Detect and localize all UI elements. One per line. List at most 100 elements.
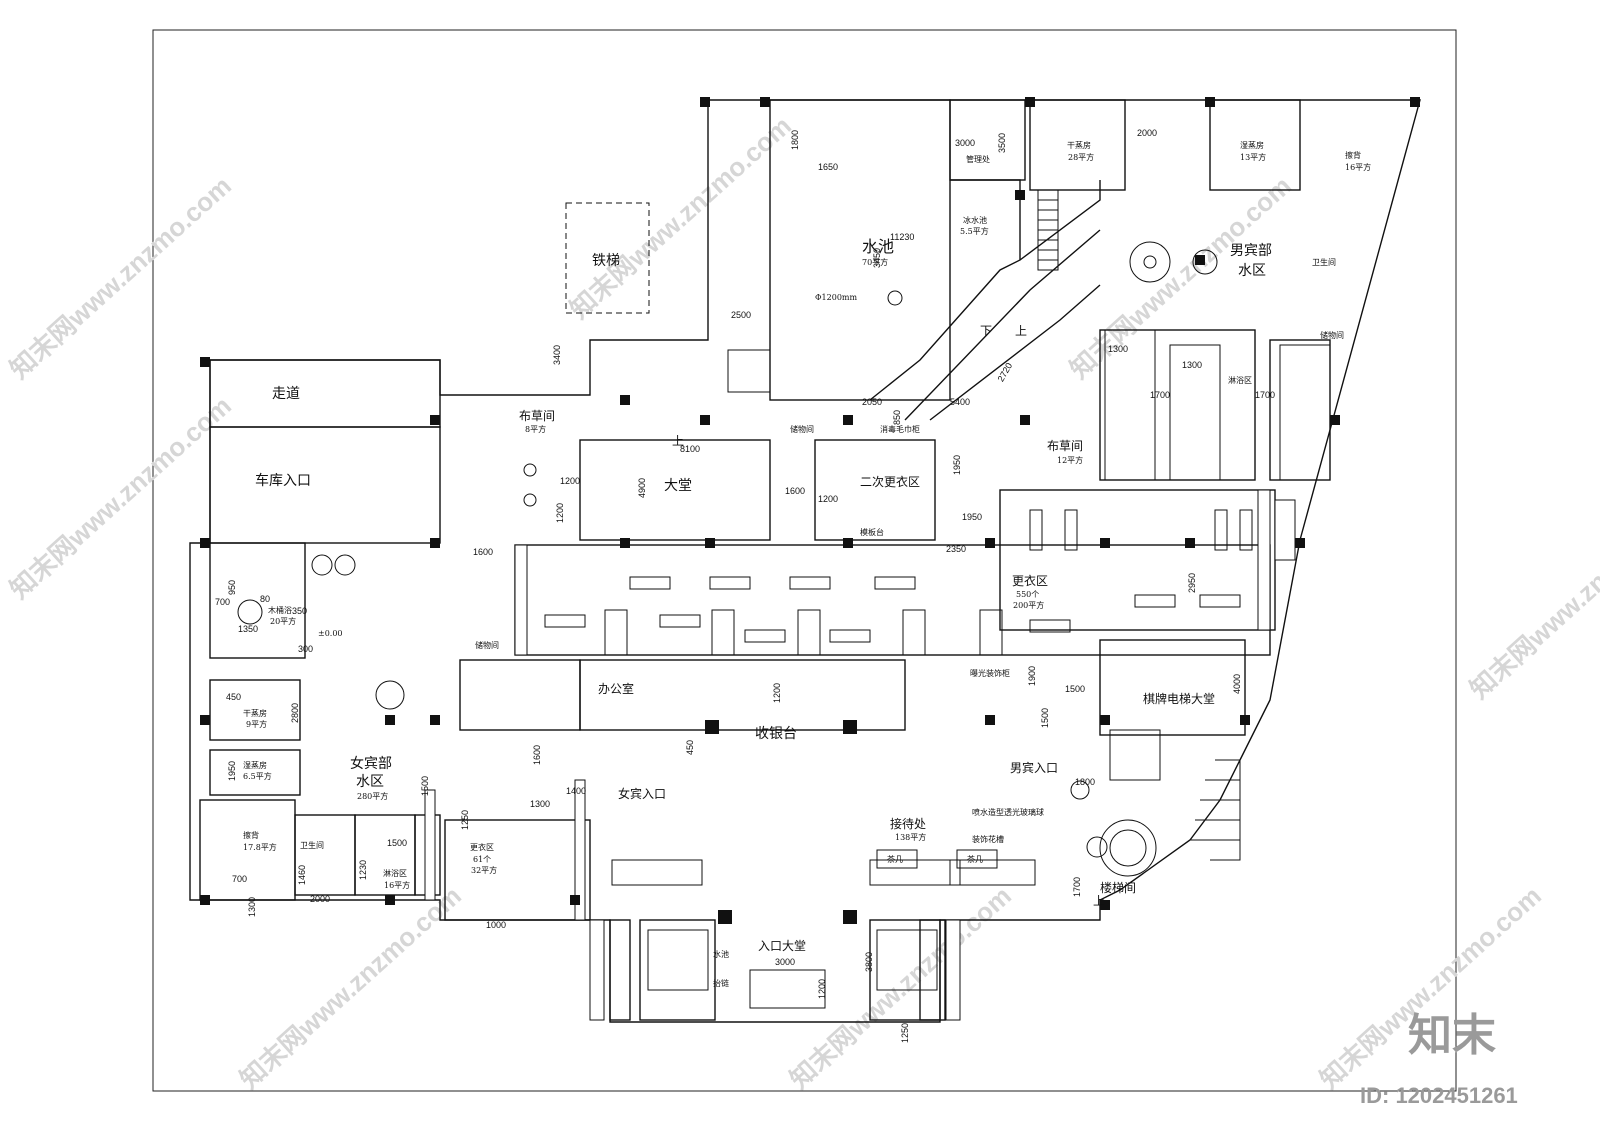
- room-corridor: 走道: [272, 386, 300, 402]
- room-office: 办公室: [598, 681, 634, 696]
- women-water-zone-line1: 女宾部: [350, 755, 392, 772]
- dimension: 2950: [1187, 573, 1197, 593]
- dimension: 3000: [775, 957, 795, 967]
- room-women-rub-area: 17.8平方: [243, 842, 277, 852]
- room-cashier: 收银台: [755, 726, 797, 742]
- pool-up-label: 上: [1015, 324, 1027, 338]
- dimension: 80: [260, 594, 270, 604]
- dimension: 2800: [290, 703, 300, 723]
- room-toilet-right: 卫生间: [1312, 257, 1336, 267]
- dimension: 1500: [1065, 684, 1085, 694]
- dimension: 1230: [358, 860, 368, 880]
- room-women-shower: 淋浴区: [383, 868, 407, 878]
- dimension: 1250: [460, 810, 470, 830]
- dimension: 4000: [1232, 674, 1242, 694]
- watermark: 知末网www.znzmo.com: [4, 390, 237, 604]
- room-wet-steam: 湿蒸房: [1240, 140, 1264, 150]
- room-lobby: 大堂: [664, 478, 692, 494]
- dimension: 4900: [637, 478, 647, 498]
- dimension: 8100: [680, 444, 700, 454]
- ramp-label: 抬链: [713, 978, 729, 988]
- dimension: 2050: [862, 397, 882, 407]
- dimension: 1350: [238, 624, 258, 634]
- room-women-toilet: 卫生间: [300, 840, 324, 850]
- room-women-rub: 擦背: [243, 830, 259, 840]
- dimension: 11230: [890, 232, 914, 242]
- furniture: [237, 241, 1218, 1009]
- dimension: 1300: [1108, 344, 1128, 354]
- dimension: 1650: [818, 162, 838, 172]
- dimension: 1400: [566, 786, 586, 796]
- room-elevator-lobby: 棋牌电梯大堂: [1143, 692, 1215, 706]
- room-entry-hall: 入口大堂: [758, 939, 806, 953]
- dimension: 850: [892, 410, 902, 425]
- women-water-zone-line2: 水区: [356, 774, 384, 790]
- zero-level: ±0.00: [318, 629, 343, 638]
- dimension: 1950: [227, 761, 237, 781]
- dimension: 1950: [952, 455, 962, 475]
- room-men-entry: 男宾入口: [1010, 760, 1058, 775]
- room-pool: 水池: [862, 237, 894, 256]
- dimension: 2000: [1137, 128, 1157, 138]
- dimension: 1200: [772, 683, 782, 703]
- dimension: 450: [226, 692, 241, 702]
- watermark: 知末网www.znzmo.com: [234, 880, 467, 1094]
- room-dry-steam: 干蒸房: [1067, 140, 1091, 150]
- dimension: 1500: [1040, 708, 1050, 728]
- dimension: 3000: [955, 138, 975, 148]
- dimension: 1700: [1072, 877, 1082, 897]
- room-wood-tub-area: 20平方: [270, 616, 296, 626]
- watermark: 知末网www.znzmo.com: [564, 110, 797, 324]
- room-rub-back: 擦背: [1345, 150, 1361, 160]
- dimension: 3400: [552, 345, 562, 365]
- men-water-zone-line1: 男宾部: [1230, 243, 1272, 259]
- stairs: [1037, 189, 1241, 861]
- room-changing-men-area: 200平方: [1013, 600, 1044, 610]
- id-text: ID: 1202451261: [1360, 1083, 1518, 1108]
- dimension: 1300: [530, 799, 550, 809]
- dimension: 1950: [962, 512, 982, 522]
- dimension: 300: [298, 644, 313, 654]
- dimension: 950: [227, 580, 237, 595]
- room-linen-left-area: 8平方: [525, 424, 546, 434]
- dimension: 1200: [817, 979, 827, 999]
- room-pool-area: 70平方: [862, 257, 888, 267]
- watermark: 知末网www.znzmo.com: [1464, 490, 1600, 704]
- dimension: 1500: [420, 776, 430, 796]
- room-linen-right-area: 12平方: [1057, 455, 1083, 465]
- dimension: 700: [232, 874, 247, 884]
- pool-down-label: 下: [980, 324, 992, 338]
- dimension: 1300: [247, 897, 257, 917]
- room-women-wet-area: 6.5平方: [243, 771, 272, 781]
- dimension: 1900: [1027, 666, 1037, 686]
- room-women-wet: 湿蒸房: [243, 760, 267, 770]
- dimension: 3450: [872, 248, 882, 268]
- dimension: 2720: [996, 361, 1015, 383]
- room-women-changing-area: 32平方: [471, 865, 497, 875]
- room-iron-stair: 铁梯: [592, 253, 620, 269]
- brand-logo-text: 知末: [1408, 1010, 1496, 1061]
- dimension: 1000: [486, 920, 506, 930]
- dimension: 1200: [818, 494, 838, 504]
- sheet-border: [152, 29, 1457, 1092]
- dimension: 700: [215, 597, 230, 607]
- dimension: 2350: [946, 544, 966, 554]
- dimension: 1600: [532, 745, 542, 765]
- room-linen-left: 布草间: [519, 409, 555, 423]
- stair-up-label: 上: [1093, 894, 1105, 908]
- dimension: 450: [685, 740, 695, 755]
- dimension: 1800: [1075, 777, 1095, 787]
- room-changing-men: 更衣区: [1012, 573, 1048, 588]
- dimension: 1500: [387, 838, 407, 848]
- lockers: [544, 329, 1331, 656]
- men-water-zone-line2: 水区: [1238, 263, 1266, 279]
- deco-cabinet: 装饰花槽: [972, 834, 1004, 844]
- dimension: 350: [292, 606, 307, 616]
- dimension: 1600: [473, 547, 493, 557]
- tea-table-1: 茶几: [887, 854, 903, 864]
- room-storage-left: 储物间: [475, 640, 499, 650]
- tea-table-2: 茶几: [967, 854, 983, 864]
- dimension: 1800: [790, 130, 800, 150]
- room-women-shower-area: 16平方: [384, 880, 410, 890]
